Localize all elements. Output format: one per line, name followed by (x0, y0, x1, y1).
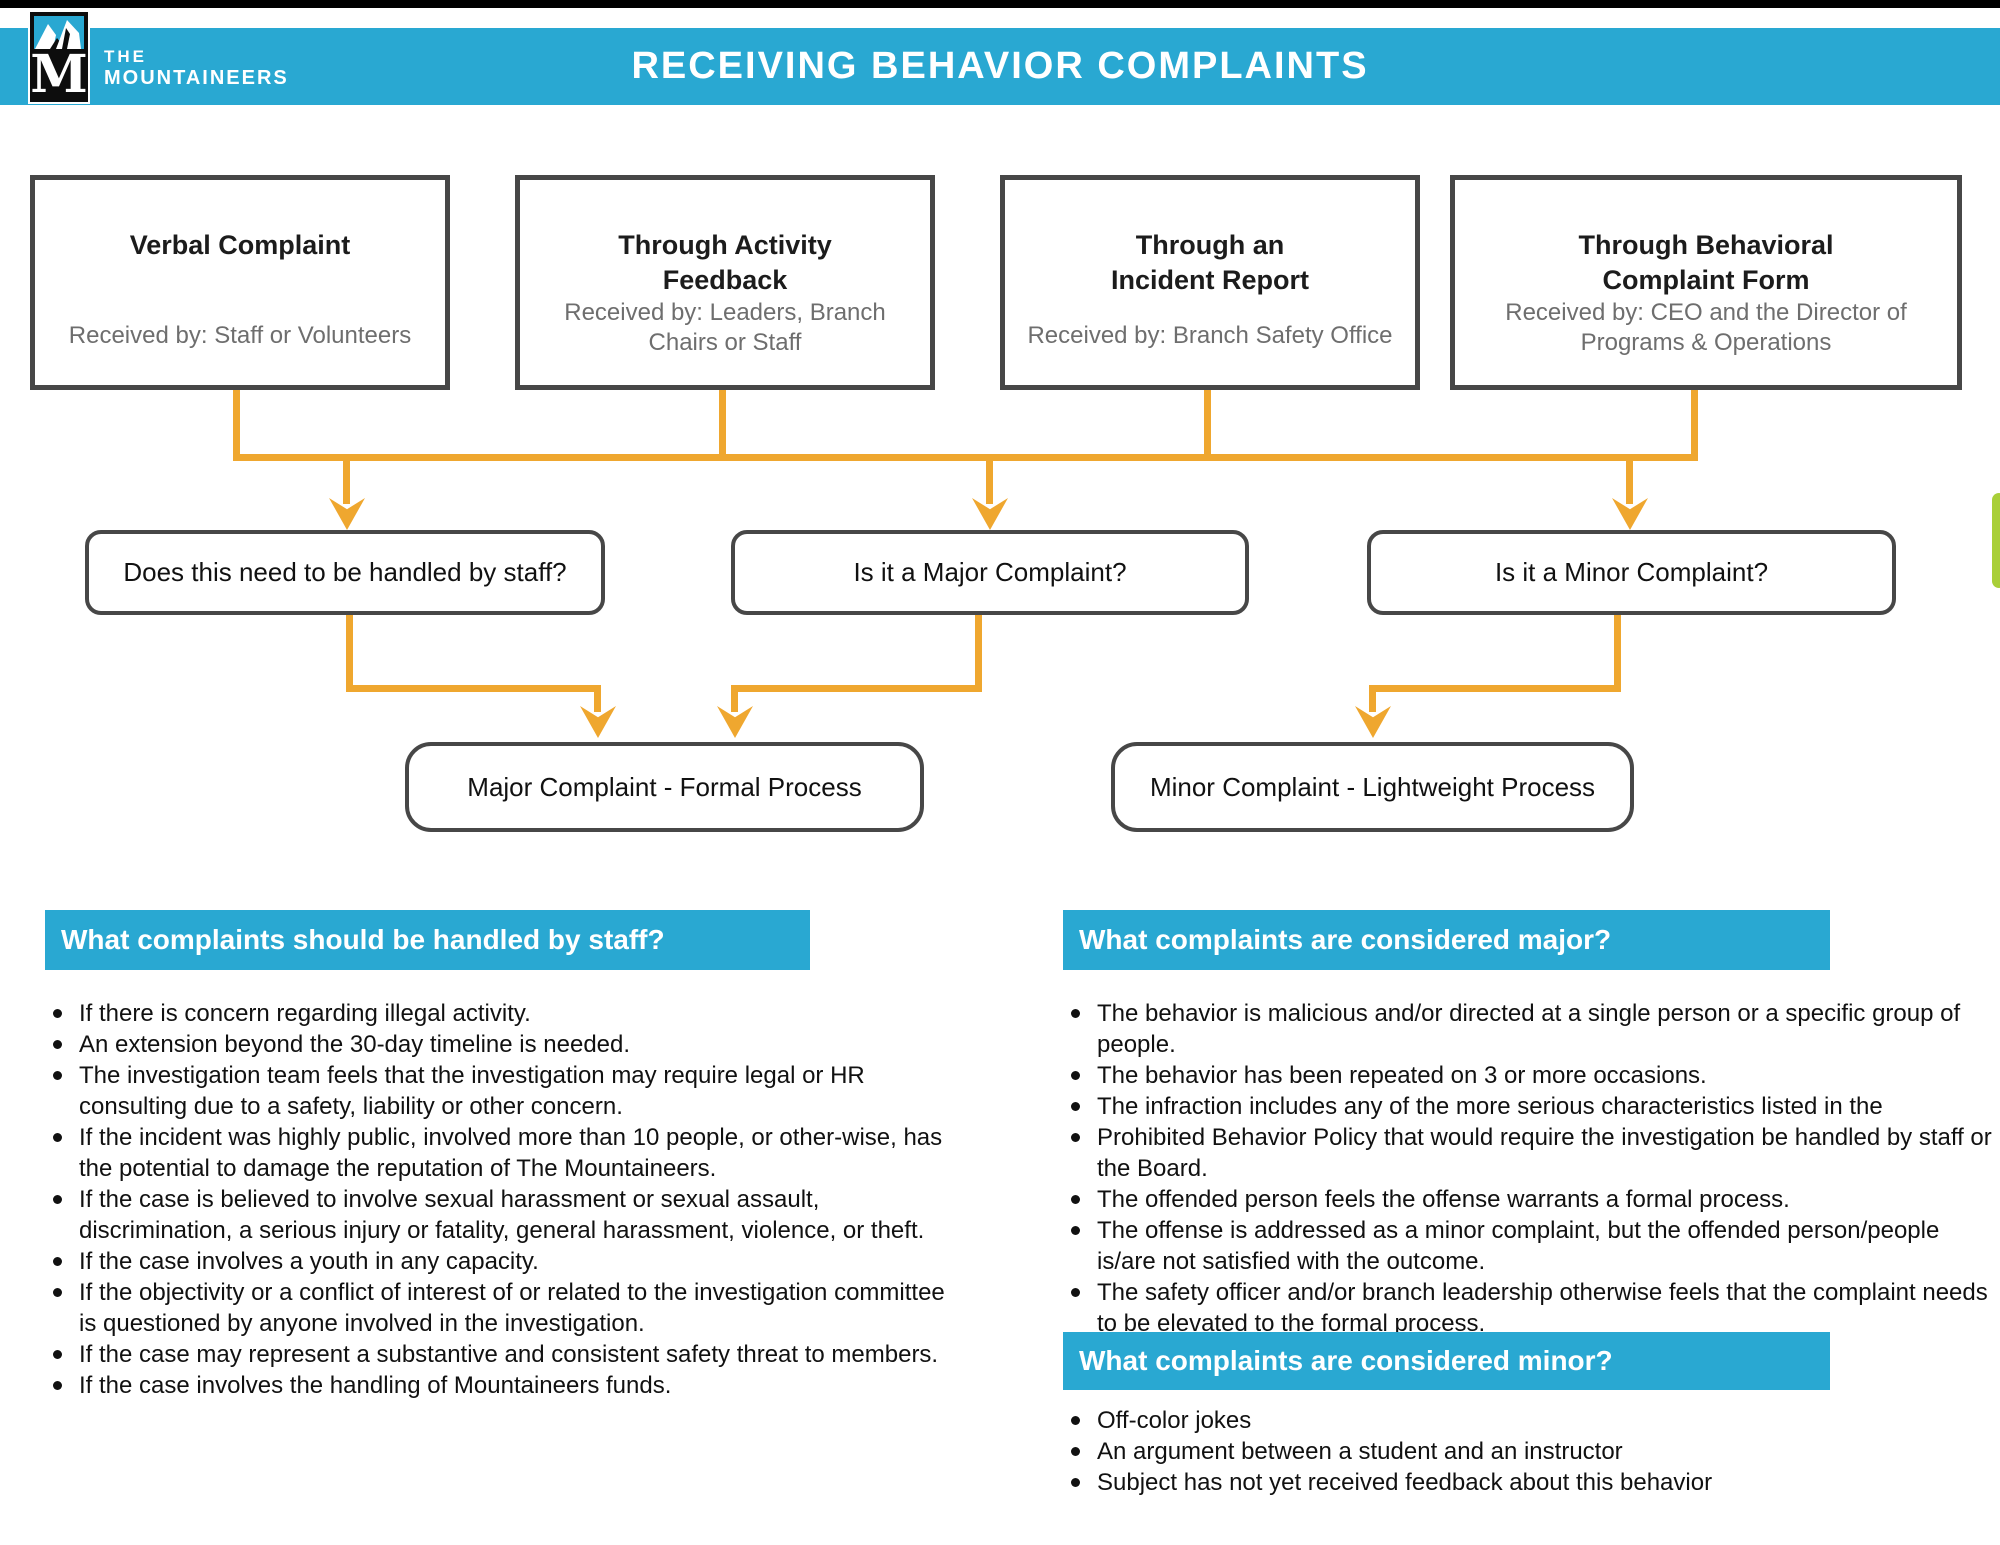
source-title: Through Activity Feedback (618, 230, 832, 296)
section-header-staff: What complaints should be handled by sta… (45, 910, 810, 970)
list-item: The offended person feels the offense wa… (1063, 1184, 1993, 1215)
connector-line (233, 390, 240, 458)
list-item: Prohibited Behavior Policy that would re… (1063, 1122, 1993, 1184)
source-box-incident-report: Through an Incident Report Received by: … (1000, 175, 1420, 390)
list-item: If the case is believed to involve sexua… (45, 1184, 945, 1246)
svg-text:M: M (30, 44, 88, 102)
source-received-by: Received by: CEO and the Director of Pro… (1505, 299, 1907, 357)
logo-line-mountaineers: MOUNTAINEERS (104, 66, 289, 89)
source-received-by: Received by: Leaders, Branch Chairs or S… (564, 299, 886, 357)
list-item: Off-color jokes (1063, 1405, 1993, 1436)
question-box-handled-by-staff: Does this need to be handled by staff? (85, 530, 605, 615)
list-item: If the case involves the handling of Mou… (45, 1370, 945, 1401)
connector-line (594, 685, 601, 712)
question-box-major-complaint: Is it a Major Complaint? (731, 530, 1249, 615)
connector-line (1626, 454, 1633, 504)
connector-line (986, 454, 993, 504)
connector-line (734, 685, 982, 692)
list-item: Subject has not yet received feedback ab… (1063, 1467, 1993, 1498)
list-item: The behavior is malicious and/or directe… (1063, 998, 1993, 1060)
source-received-by: Received by: Staff or Volunteers (68, 322, 412, 349)
list-item: The safety officer and/or branch leaders… (1063, 1277, 1993, 1339)
process-box-minor-lightweight: Minor Complaint - Lightweight Process (1111, 742, 1634, 832)
connector-line (1204, 390, 1211, 458)
connector-line (1369, 685, 1621, 692)
logo-wordmark: THE MOUNTAINEERS (104, 47, 289, 90)
mountaineers-logo-icon: M (28, 10, 90, 105)
page-title: RECEIVING BEHAVIOR COMPLAINTS (631, 45, 1369, 87)
connector-line (975, 615, 982, 692)
source-box-activity-feedback: Through Activity Feedback Received by: L… (515, 175, 935, 390)
section-header-minor: What complaints are considered minor? (1063, 1332, 1830, 1390)
list-item: If the case involves a youth in any capa… (45, 1246, 945, 1277)
section-header-major: What complaints are considered major? (1063, 910, 1830, 970)
connector-line (1691, 390, 1698, 458)
major-bullet-list: The behavior is malicious and/or directe… (1063, 998, 1993, 1339)
connector-line (1614, 615, 1621, 692)
list-item: The offense is addressed as a minor comp… (1063, 1215, 1993, 1277)
list-item: The investigation team feels that the in… (45, 1060, 945, 1122)
connector-line (731, 685, 738, 712)
source-box-verbal-complaint: Verbal Complaint Received by: Staff or V… (30, 175, 450, 390)
list-item: An extension beyond the 30-day timeline … (45, 1029, 945, 1060)
list-item: An argument between a student and an ins… (1063, 1436, 1993, 1467)
page-edge-green-stripe (1992, 493, 2000, 588)
source-received-by: Received by: Branch Safety Office (1027, 322, 1393, 349)
staff-bullet-list: If there is concern regarding illegal ac… (45, 998, 945, 1401)
connector-line (719, 390, 726, 458)
connector-line (1369, 685, 1376, 712)
question-box-minor-complaint: Is it a Minor Complaint? (1367, 530, 1896, 615)
header-band: RECEIVING BEHAVIOR COMPLAINTS (0, 28, 2000, 105)
source-title: Through Behavioral Complaint Form (1578, 230, 1834, 296)
mountain-monogram-icon: M (30, 12, 88, 105)
list-item: If the case may represent a substantive … (45, 1339, 945, 1370)
source-title: Verbal Complaint (129, 230, 351, 260)
connector-line (346, 685, 601, 692)
list-item: If the incident was highly public, invol… (45, 1122, 945, 1184)
top-black-bar (0, 0, 2000, 8)
list-item: The infraction includes any of the more … (1063, 1091, 1993, 1122)
process-box-major-formal: Major Complaint - Formal Process (405, 742, 924, 832)
source-title: Through an Incident Report (1110, 230, 1309, 296)
connector-line (346, 615, 353, 692)
list-item: If there is concern regarding illegal ac… (45, 998, 945, 1029)
logo-line-the: THE (104, 47, 147, 66)
list-item: If the objectivity or a conflict of inte… (45, 1277, 945, 1339)
list-item: The behavior has been repeated on 3 or m… (1063, 1060, 1993, 1091)
connector-rail (233, 454, 1698, 461)
source-box-behavioral-complaint-form: Through Behavioral Complaint Form Receiv… (1450, 175, 1962, 390)
connector-line (343, 454, 350, 504)
